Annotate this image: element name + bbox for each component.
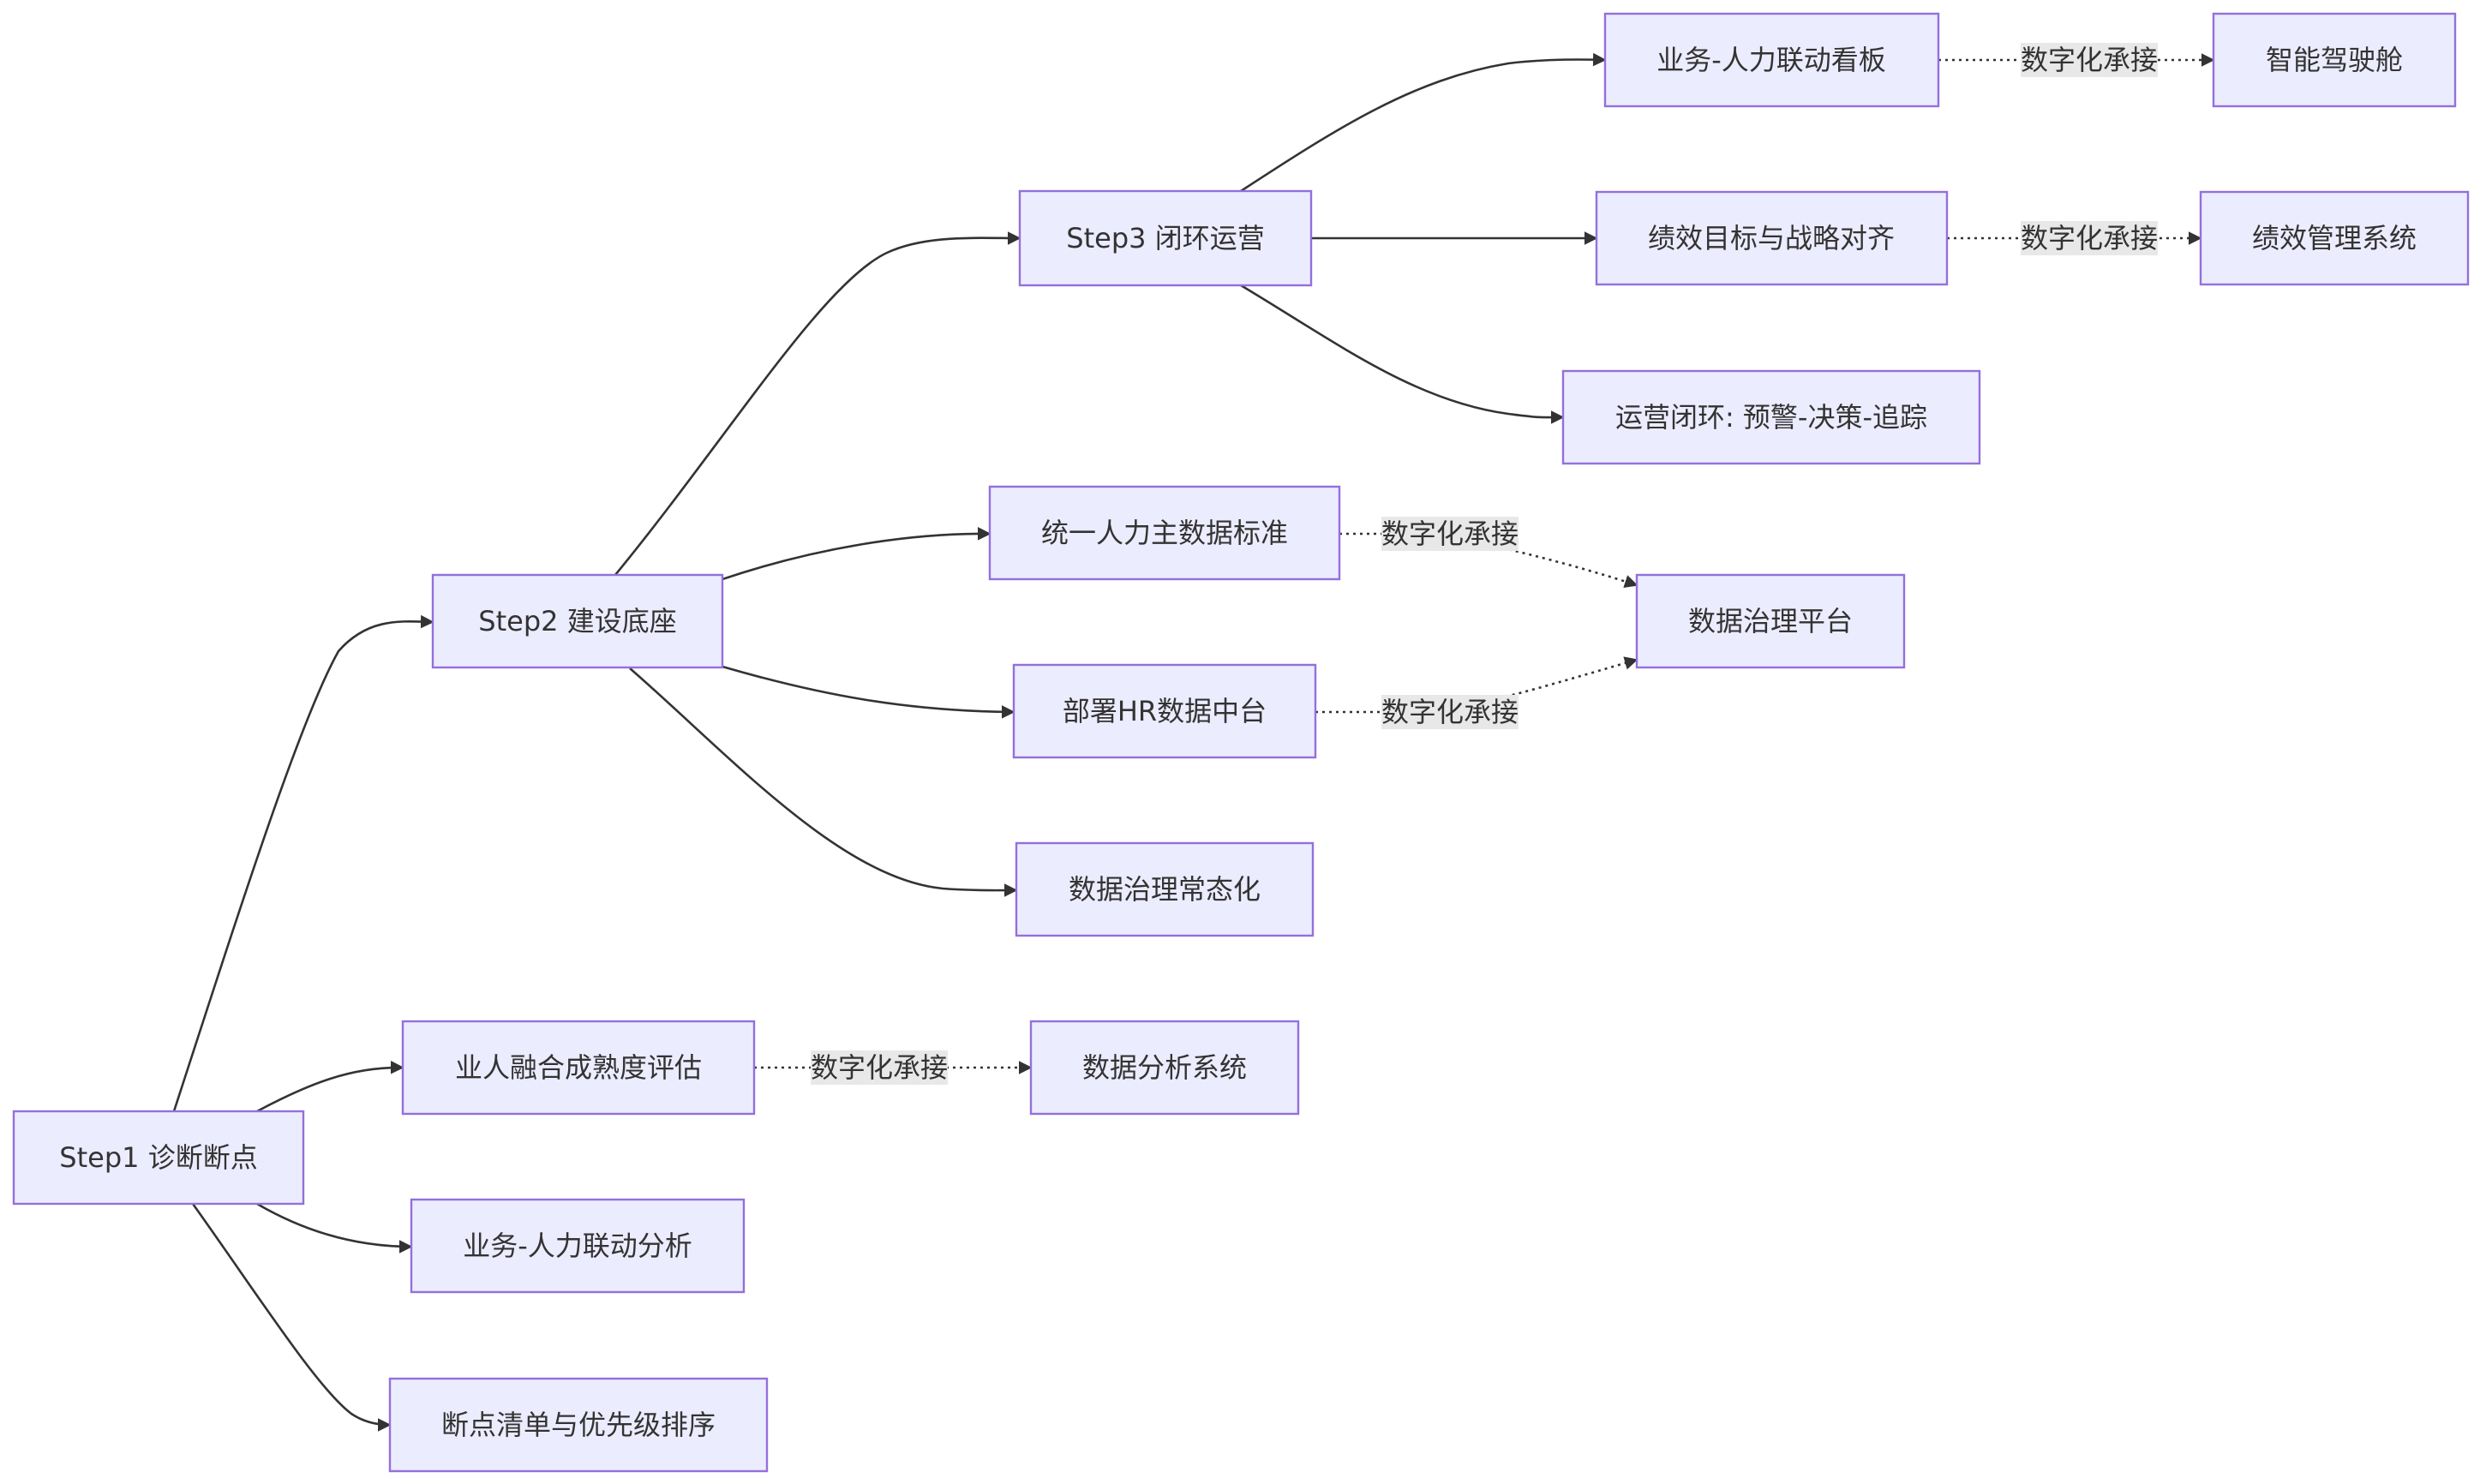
- edge-label-text: 数字化承接: [2021, 222, 2158, 254]
- edge-step1-to-maturity: [256, 1060, 404, 1113]
- edge-label-text: 数字化承接: [1381, 518, 1519, 550]
- edge-step1-to-linkage-analysis: [256, 1202, 413, 1254]
- node-smart-cockpit[interactable]: 智能驾驶舱: [2212, 12, 2457, 108]
- edge-label-hr-datahub-governance: 数字化承接: [1381, 695, 1519, 729]
- edge-step2-to-step3: [614, 231, 1021, 576]
- node-maturity[interactable]: 业人融合成熟度评估: [401, 1020, 756, 1116]
- node-linkage-dashboard[interactable]: 业务-人力联动看板: [1603, 12, 1940, 108]
- edge-step3-to-linkage-dashboard: [1240, 52, 1607, 193]
- node-maturity-label: 业人融合成熟度评估: [455, 1051, 702, 1084]
- node-analysis-system-label: 数据分析系统: [1082, 1051, 1247, 1084]
- node-step1-label: Step1 诊断断点: [59, 1141, 257, 1174]
- edge-step1-to-breakpoints: [191, 1203, 392, 1432]
- node-linkage-analysis-label: 业务-人力联动分析: [463, 1230, 692, 1262]
- node-governance-routine-label: 数据治理常态化: [1069, 873, 1261, 906]
- node-hr-datahub-label: 部署HR数据中台: [1063, 695, 1267, 727]
- node-master-data[interactable]: 统一人力主数据标准: [988, 485, 1341, 581]
- node-breakpoints[interactable]: 断点清单与优先级排序: [388, 1377, 769, 1473]
- edge-step2-to-hr-datahub: [722, 665, 1015, 719]
- node-smart-cockpit-label: 智能驾驶舱: [2266, 44, 2403, 76]
- edge-step2-to-governance-routine: [629, 667, 1018, 897]
- node-governance-platform-label: 数据治理平台: [1688, 605, 1853, 637]
- edge-step3-to-ops-loop: [1240, 284, 1565, 424]
- edge-label-dashboard-cockpit: 数字化承接: [2021, 43, 2158, 77]
- node-master-data-label: 统一人力主数据标准: [1041, 517, 1288, 549]
- node-governance-platform[interactable]: 数据治理平台: [1635, 573, 1906, 669]
- node-ops-loop-label: 运营闭环: 预警-决策-追踪: [1615, 401, 1927, 434]
- edge-labels: 数字化承接 数字化承接 数字化承接 数字化承接 数字化承接: [811, 43, 2158, 1085]
- edge-label-text: 数字化承接: [811, 1051, 948, 1084]
- node-hr-datahub[interactable]: 部署HR数据中台: [1012, 663, 1317, 759]
- node-perf-goals[interactable]: 绩效目标与战略对齐: [1595, 190, 1949, 286]
- node-perf-goals-label: 绩效目标与战略对齐: [1648, 222, 1895, 254]
- edge-step1-to-step2: [172, 614, 434, 1112]
- edge-label-maturity-analysis: 数字化承接: [811, 1050, 948, 1085]
- node-step2[interactable]: Step2 建设底座: [431, 573, 724, 669]
- edge-step2-to-master-data: [722, 527, 991, 581]
- node-perf-system-label: 绩效管理系统: [2252, 222, 2417, 254]
- edge-label-master-data-governance: 数字化承接: [1381, 517, 1519, 551]
- node-breakpoints-label: 断点清单与优先级排序: [441, 1409, 716, 1441]
- node-step2-label: Step2 建设底座: [478, 605, 676, 637]
- node-step3-label: Step3 闭环运营: [1066, 222, 1264, 254]
- node-analysis-system[interactable]: 数据分析系统: [1029, 1020, 1300, 1116]
- node-governance-routine[interactable]: 数据治理常态化: [1015, 841, 1315, 937]
- edge-label-text: 数字化承接: [1381, 696, 1519, 728]
- node-linkage-dashboard-label: 业务-人力联动看板: [1656, 44, 1886, 76]
- node-linkage-analysis[interactable]: 业务-人力联动分析: [410, 1198, 746, 1294]
- node-step1[interactable]: Step1 诊断断点: [12, 1110, 305, 1206]
- node-ops-loop[interactable]: 运营闭环: 预警-决策-追踪: [1561, 369, 1981, 465]
- edge-label-text: 数字化承接: [2021, 44, 2158, 76]
- node-perf-system[interactable]: 绩效管理系统: [2199, 190, 2470, 286]
- edge-label-perf-goals-system: 数字化承接: [2021, 221, 2158, 255]
- node-step3[interactable]: Step3 闭环运营: [1018, 189, 1313, 287]
- nodes: Step1 诊断断点 Step2 建设底座 Step3 闭环运营 业人融合成熟度…: [12, 12, 2470, 1473]
